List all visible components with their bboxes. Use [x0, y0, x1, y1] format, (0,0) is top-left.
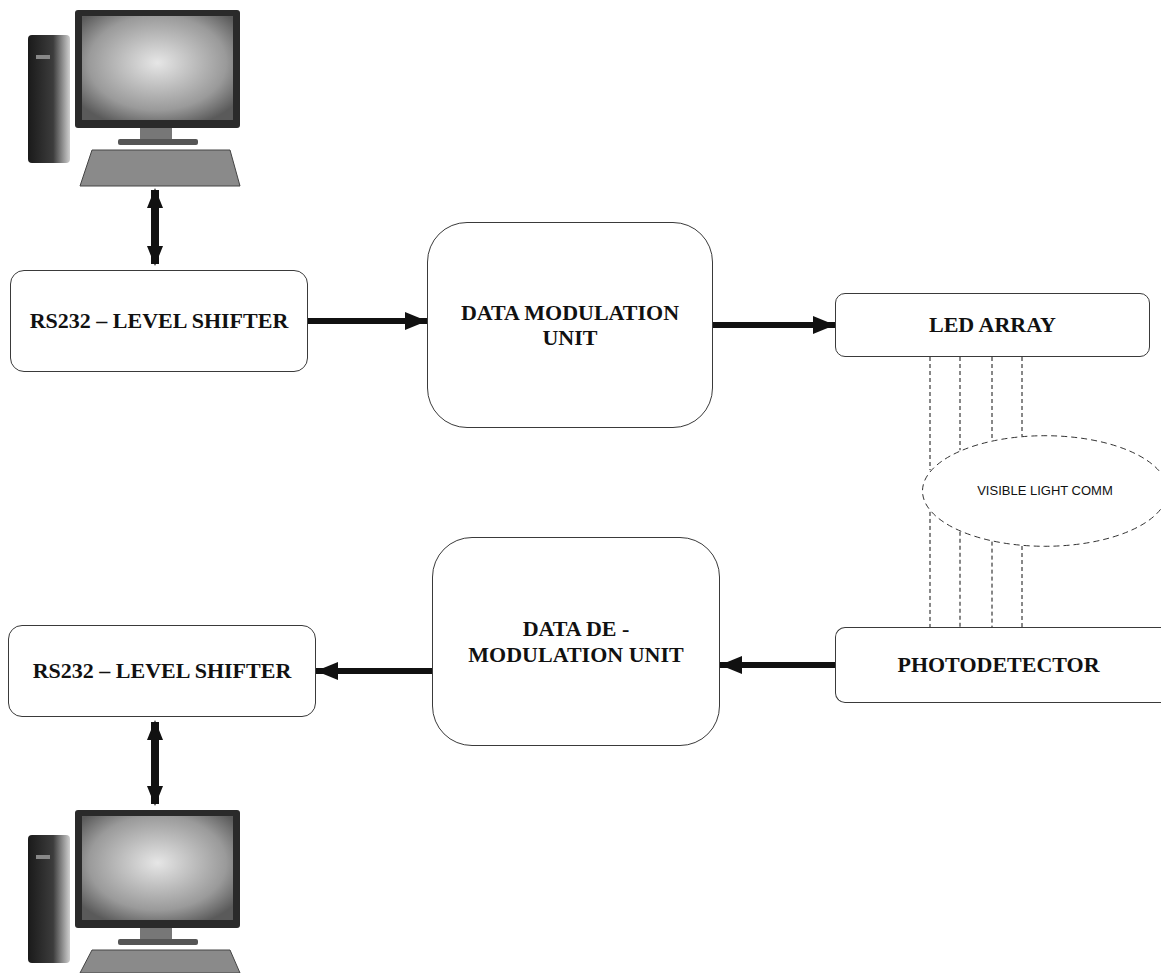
ellipse-shape [923, 436, 1161, 547]
node-label: VISIBLE LIGHT COMM [977, 484, 1113, 499]
input-box: PHOTODETECTOR [835, 627, 1161, 703]
monitor-base [118, 939, 198, 945]
interface-box: RS232 – LEVEL SHIFTER [8, 625, 316, 717]
monitor-frame [75, 810, 240, 928]
node-label: DATA DE - MODULATION UNIT [447, 616, 705, 667]
computer-icon [28, 810, 240, 973]
process-box: DATA MODULATION UNIT [427, 222, 713, 428]
flow-arrow [308, 318, 427, 324]
channel-ellipse: VISIBLE LIGHT COMM [920, 434, 1161, 548]
monitor-screen [82, 16, 233, 120]
output-box: LED ARRAY [835, 293, 1150, 357]
flow-arrow [316, 668, 432, 674]
drive-slot [36, 55, 50, 59]
monitor-stand [140, 128, 172, 140]
keyboard [80, 950, 240, 973]
node-label: PHOTODETECTOR [897, 652, 1099, 677]
flow-arrow [713, 322, 835, 328]
node-label: RS232 – LEVEL SHIFTER [33, 658, 292, 683]
drive-slot [36, 855, 50, 859]
keyboard [80, 150, 240, 186]
node-label: LED ARRAY [929, 312, 1056, 337]
interface-box: RS232 – LEVEL SHIFTER [10, 270, 308, 372]
double-arrow [151, 722, 159, 804]
node-label: RS232 – LEVEL SHIFTER [30, 308, 289, 333]
computer-icon [28, 10, 240, 186]
monitor-screen [82, 816, 233, 920]
double-arrow [151, 190, 159, 264]
process-box: DATA DE - MODULATION UNIT [432, 537, 720, 746]
pc-tower [28, 35, 70, 163]
pc-tower [28, 835, 70, 963]
monitor-base [118, 139, 198, 145]
flow-arrow [720, 662, 835, 668]
node-label: DATA MODULATION UNIT [442, 300, 698, 351]
monitor-frame [75, 10, 240, 128]
monitor-stand [140, 928, 172, 940]
